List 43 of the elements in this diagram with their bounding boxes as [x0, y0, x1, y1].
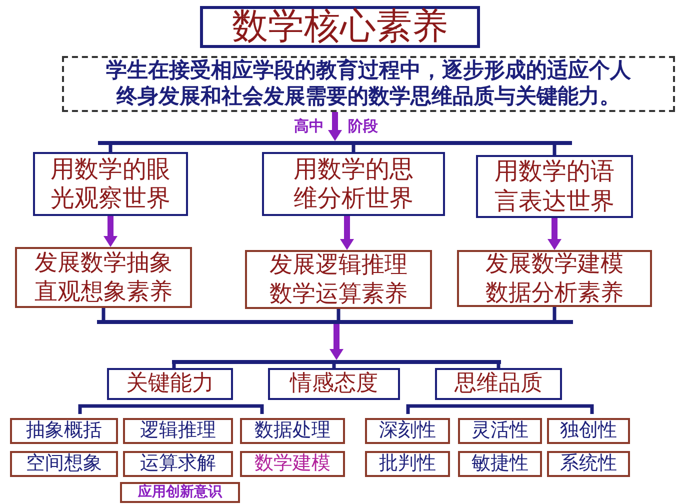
arrow: [548, 218, 562, 250]
connector-line: [352, 145, 356, 152]
arrow: [104, 216, 118, 247]
skill-box: 空间想象: [10, 451, 118, 477]
arrow: [330, 324, 344, 360]
connector-line: [102, 308, 106, 320]
skill-box: 抽象概括: [10, 418, 118, 444]
aspect-box: 思维品质: [435, 368, 562, 400]
title-box: 数学核心素养: [200, 6, 480, 48]
category-box: 用数学的语言表达世界: [476, 155, 633, 218]
stage-label: 高中: [294, 117, 324, 136]
connector-line: [496, 364, 500, 368]
quality-box: 敏捷性: [458, 451, 542, 477]
awareness-box: 应用创新意识: [120, 482, 240, 503]
connector-line: [552, 307, 556, 320]
quality-box: 独创性: [547, 418, 630, 444]
category-box: 用数学的眼光观察世界: [33, 152, 188, 216]
quality-box: 深刻性: [365, 418, 450, 444]
quality-box: 灵活性: [458, 418, 542, 444]
skill-box: 数学建模: [240, 451, 345, 477]
quality-box: 批判性: [365, 451, 450, 477]
skill-box: 运算求解: [123, 451, 233, 477]
skill-box: 数据处理: [240, 418, 345, 444]
bus-bar: [97, 320, 573, 324]
stage-label: 阶段: [348, 117, 378, 136]
connector-line: [552, 145, 556, 155]
connector-line: [108, 145, 112, 152]
connector-line: [332, 364, 336, 368]
literacy-box: 发展数学抽象直观想象素养: [15, 247, 192, 308]
bus-bar: [172, 360, 501, 364]
aspect-box: 关键能力: [107, 368, 233, 400]
arrow: [328, 112, 342, 141]
literacy-box: 发展逻辑推理数学运算素养: [245, 250, 432, 309]
definition-box: 学生在接受相应学段的教育过程中，逐步形成的适应个人终身发展和社会发展需要的数学思维品质与关键能力。: [62, 56, 675, 112]
category-box: 用数学的思维分析世界: [262, 152, 445, 216]
literacy-box: 发展数学建模数据分析素养: [457, 250, 652, 307]
skill-box: 逻辑推理: [123, 418, 233, 444]
connector-line: [172, 364, 176, 368]
quality-box: 系统性: [547, 451, 630, 477]
bus-bar: [98, 141, 572, 145]
aspect-box: 情感态度: [268, 368, 400, 400]
arrow: [340, 216, 354, 250]
connector-line: [336, 309, 340, 320]
